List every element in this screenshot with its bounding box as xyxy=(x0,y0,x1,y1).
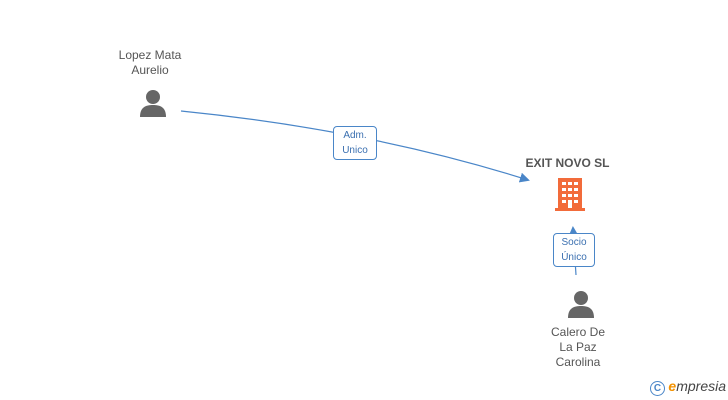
building-icon[interactable] xyxy=(555,178,587,212)
copyright-icon: C xyxy=(650,381,665,396)
empresia-logo-initial: e xyxy=(668,378,677,394)
person-icon[interactable] xyxy=(566,289,596,319)
person-icon[interactable] xyxy=(138,88,168,118)
edge-label-adm-unico[interactable]: Adm. Unico xyxy=(333,126,377,160)
empresia-logo-text: mpresia xyxy=(676,378,726,394)
empresia-logo: empresia xyxy=(668,378,726,394)
person-name-lopez: Lopez Mata Aurelio xyxy=(118,48,182,77)
company-name-exit-novo: EXIT NOVO SL xyxy=(525,156,610,170)
edge-label-socio-unico[interactable]: Socio Único xyxy=(553,233,595,267)
person-name-calero: Calero De La Paz Carolina xyxy=(550,325,606,369)
